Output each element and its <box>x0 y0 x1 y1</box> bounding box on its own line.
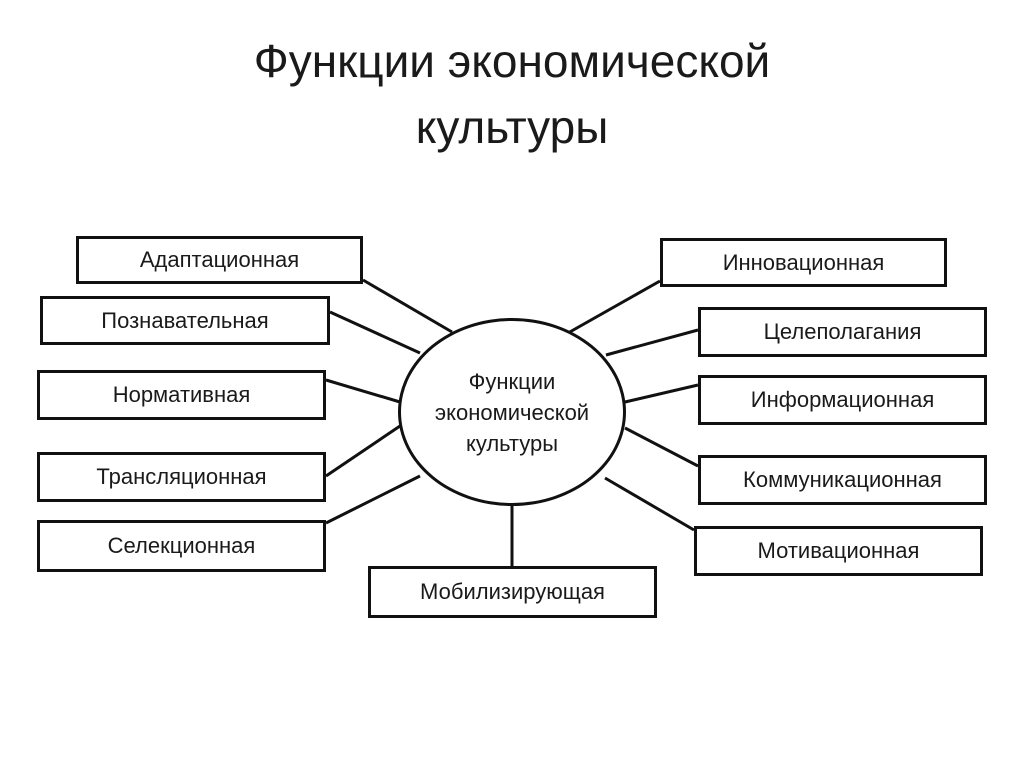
box-communication: Коммуникационная <box>698 455 987 505</box>
connector-selection <box>325 474 421 525</box>
connector-communication <box>624 426 699 468</box>
box-information: Информационная <box>698 375 987 425</box>
central-ellipse-line-3: культуры <box>465 430 559 456</box>
connector-adaptation <box>362 278 453 334</box>
box-innovation: Инновационная <box>660 238 947 287</box>
box-adaptation: Адаптационная <box>76 236 363 284</box>
box-translation: Трансляционная <box>37 452 326 502</box>
connector-information <box>624 383 699 404</box>
box-mobilizing: Мобилизирующая <box>368 566 657 618</box>
central-ellipse-line-1: Функции <box>468 368 556 394</box>
box-motivation: Мотивационная <box>694 526 983 576</box>
connector-motivation <box>604 476 695 532</box>
central-ellipse: Функции экономической культуры <box>398 318 626 506</box>
box-goal-setting: Целеполагания <box>698 307 987 357</box>
box-normative: Нормативная <box>37 370 326 420</box>
box-selection: Селекционная <box>37 520 326 572</box>
box-cognitive: Познавательная <box>40 296 330 345</box>
connector-innovation <box>567 279 661 335</box>
slide-title-line-2: культуры <box>415 101 609 153</box>
slide-title: Функции экономической культуры <box>0 28 1024 160</box>
connector-normative <box>325 378 401 404</box>
central-ellipse-line-2: экономической <box>434 399 590 425</box>
connector-cognitive <box>329 310 421 355</box>
connector-translation <box>325 424 401 478</box>
slide-title-line-1: Функции экономической <box>253 35 771 87</box>
connector-goal-setting <box>605 328 699 357</box>
